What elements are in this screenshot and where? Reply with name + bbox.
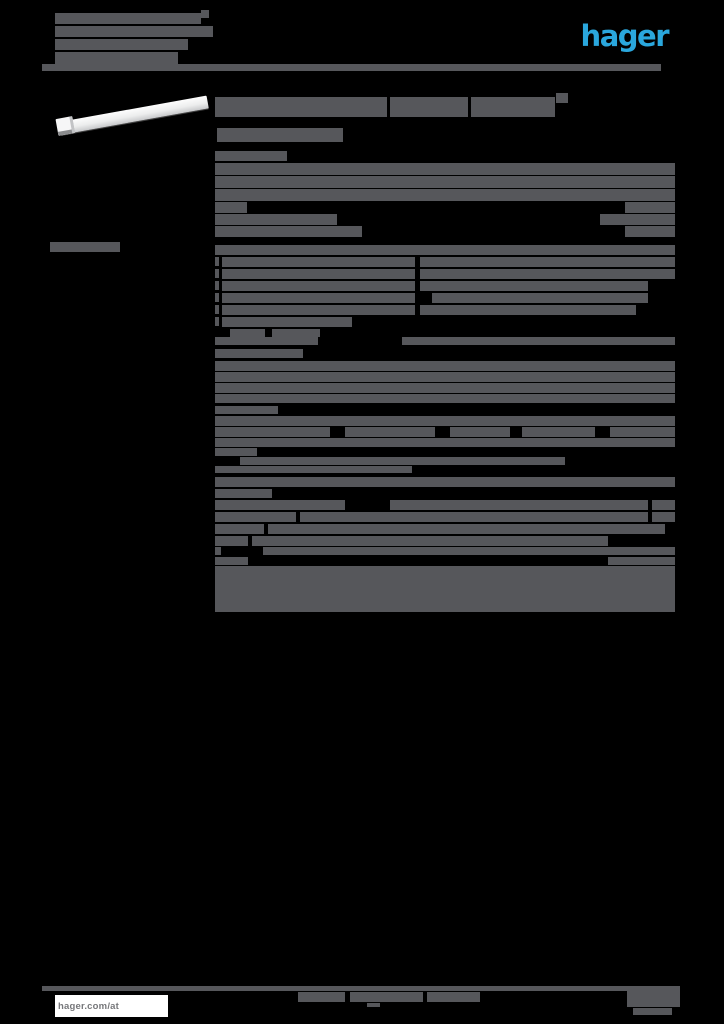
section-three-bar — [390, 500, 648, 510]
spec-table-bar — [610, 427, 675, 437]
hager-logo: hager — [580, 19, 670, 53]
intro-paragraph-bar — [625, 226, 675, 237]
intro-paragraph-bar — [215, 189, 675, 201]
feature-list-bar — [222, 293, 415, 303]
header-block-bar — [201, 10, 209, 18]
intro-paragraph-bar — [625, 202, 675, 213]
header-block-bar — [55, 26, 213, 37]
spec-table-bar — [522, 427, 595, 437]
feature-list-bar — [420, 305, 636, 315]
header-rule — [42, 64, 661, 71]
intro-paragraph-bar — [215, 226, 362, 237]
feature-list-bar — [432, 293, 648, 303]
header-block-bar — [55, 39, 188, 50]
feature-list-bar — [215, 257, 219, 266]
feature-list-bar — [222, 281, 415, 291]
footer-center-bar — [298, 992, 345, 1002]
spec-table-bar — [215, 427, 330, 437]
spec-table-bar — [215, 448, 257, 456]
header-block-bar — [55, 52, 178, 64]
feature-list-bar — [215, 293, 219, 302]
feature-list-bar — [222, 305, 415, 315]
footer-right-bar — [627, 990, 680, 1007]
section-three-bar — [215, 512, 296, 522]
section-three-bar — [300, 512, 648, 522]
section-three-bar — [252, 536, 608, 546]
section-three-bar — [263, 547, 675, 555]
intro-paragraph-bar — [215, 176, 675, 188]
section-three-bar — [215, 557, 248, 565]
website-badge[interactable]: hager.com/at — [55, 995, 168, 1017]
feature-list-bar — [272, 329, 320, 337]
feature-list-bar — [420, 269, 675, 279]
intro-paragraph-bar — [215, 202, 247, 213]
footer-right-bar — [633, 1008, 672, 1015]
intro-paragraph-bar — [215, 214, 337, 225]
section-three-bar — [215, 500, 345, 510]
intro-paragraph-bar — [600, 214, 675, 225]
section-three-bar — [608, 557, 675, 565]
footer-center-bar — [367, 1003, 380, 1007]
section-three-bar — [215, 489, 272, 498]
feature-list-bar — [222, 257, 415, 267]
title-bar — [556, 93, 568, 103]
feature-list-bar — [215, 281, 219, 290]
feature-list-bar — [215, 305, 219, 314]
section-three-bar — [652, 512, 675, 522]
cable-duct-end-cap — [55, 116, 76, 136]
title-bar — [390, 97, 468, 117]
title-bar — [215, 97, 387, 117]
spec-table-bar — [215, 394, 675, 403]
feature-list-bar — [215, 317, 219, 326]
section-three-bar — [215, 524, 264, 534]
title-bar — [471, 97, 555, 117]
feature-list-bar — [215, 269, 219, 278]
feature-list-bar — [215, 337, 318, 345]
spec-table-bar — [215, 406, 278, 414]
feature-list-bar — [420, 281, 648, 291]
feature-list-bar — [215, 245, 675, 255]
spec-table-bar — [215, 349, 303, 358]
spec-table-bar — [215, 416, 675, 426]
footer-center-bar — [427, 992, 480, 1002]
spec-table-bar — [450, 427, 510, 437]
feature-list-bar — [222, 317, 352, 327]
section-three-bar — [652, 500, 675, 510]
intro-paragraph-bar — [215, 163, 675, 175]
feature-list-bar — [402, 337, 675, 345]
section-three-bar — [268, 524, 665, 534]
spec-table-bar — [345, 427, 435, 437]
spec-table-bar — [215, 372, 675, 382]
section-three-bar — [215, 566, 675, 612]
footer-rule — [42, 986, 680, 991]
section-three-bar — [215, 536, 248, 546]
product-image — [55, 90, 217, 150]
spec-table-bar — [215, 438, 675, 447]
spec-table-bar — [215, 361, 675, 371]
spec-table-bar — [240, 457, 565, 465]
footer-center-bar — [350, 992, 423, 1002]
subtitle-bar — [217, 128, 343, 142]
side-label-bar — [50, 242, 120, 252]
intro-heading-bar — [215, 151, 287, 161]
website-link[interactable]: hager.com/at — [58, 1000, 120, 1012]
feature-list-bar — [222, 269, 415, 279]
section-three-bar — [215, 477, 675, 487]
spec-table-bar — [215, 383, 675, 393]
feature-list-bar — [420, 257, 675, 267]
spec-table-bar — [215, 466, 412, 473]
section-three-bar — [215, 547, 221, 555]
header-block-bar — [55, 13, 201, 24]
cable-duct-body — [58, 95, 209, 135]
feature-list-bar — [230, 329, 265, 337]
